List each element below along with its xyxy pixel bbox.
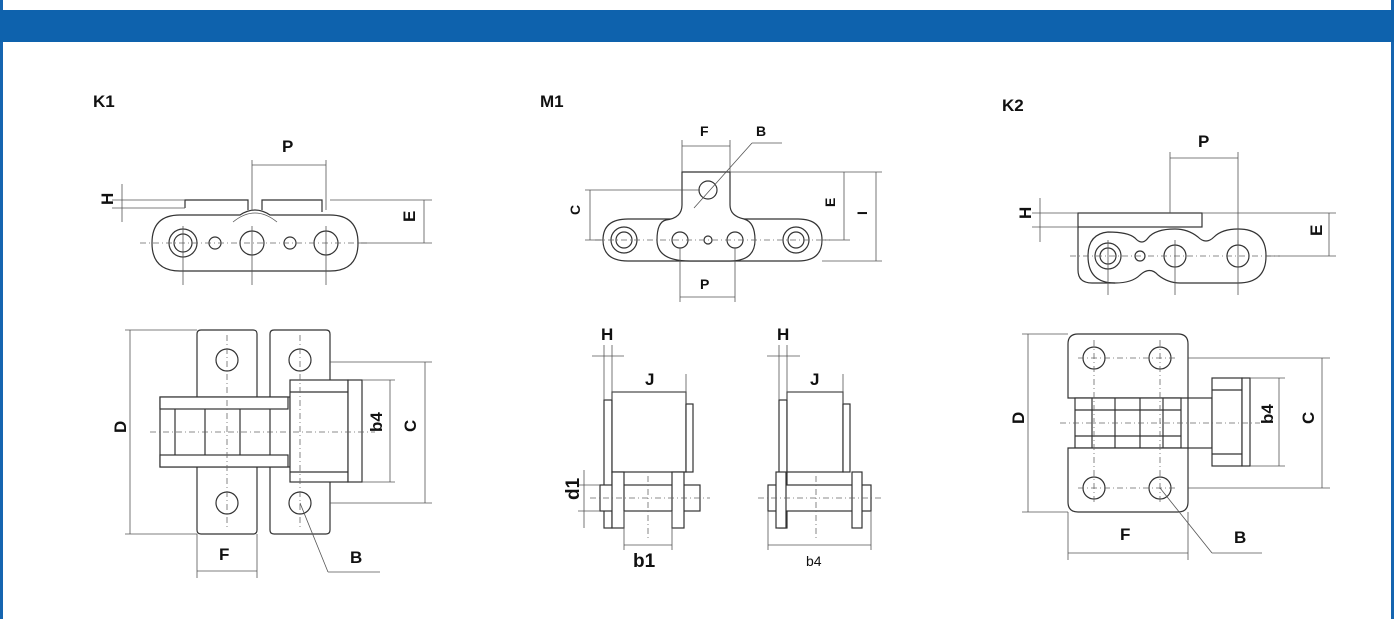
k1-dim-p: P (282, 137, 293, 156)
k1-dim-c: C (401, 420, 420, 432)
m1-dim-b4: b4 (806, 553, 822, 569)
header-bar (0, 10, 1394, 42)
k1-dim-b: B (350, 548, 362, 567)
k1-dim-f: F (219, 545, 229, 564)
m1-left-dim-h: H (601, 325, 613, 344)
diagram-m1: M1 F B C (540, 92, 882, 572)
m1-dim-i: I (854, 211, 870, 215)
m1-dim-f: F (700, 123, 709, 139)
k2-dim-b: B (1234, 528, 1246, 547)
k1-dim-e: E (400, 211, 419, 222)
k1-side-view: P H E (98, 137, 432, 285)
k1-top-view: D b4 C F B (111, 329, 432, 578)
m1-dim-b1: b1 (633, 551, 656, 572)
diagram-k2: K2 P H (1002, 96, 1336, 560)
k2-side-view: P H E (1016, 132, 1336, 295)
k1-dim-b4: b4 (367, 412, 386, 432)
m1-dim-e: E (822, 198, 838, 207)
m1-dim-b: B (756, 123, 766, 139)
m1-right-dim-j: J (810, 370, 819, 389)
k1-dim-d: D (111, 421, 130, 433)
m1-front-view-right: H J b4 (758, 325, 882, 569)
m1-left-dim-j: J (645, 370, 654, 389)
k2-title: K2 (1002, 96, 1024, 115)
m1-dim-p: P (700, 276, 709, 292)
k2-top-view: D b4 C F B (1009, 333, 1330, 560)
m1-dim-c: C (567, 205, 583, 215)
m1-side-view: F B C E I P (567, 123, 882, 302)
k2-dim-f: F (1120, 525, 1130, 544)
m1-right-dim-h: H (777, 325, 789, 344)
k2-dim-p: P (1198, 132, 1209, 151)
k1-title: K1 (93, 92, 115, 111)
k2-dim-d: D (1009, 412, 1028, 424)
k2-dim-e: E (1307, 225, 1326, 236)
m1-dim-d1: d1 (563, 477, 584, 500)
k2-dim-h: H (1016, 207, 1035, 219)
k2-dim-b4: b4 (1258, 404, 1277, 424)
m1-front-view-left: H J d1 b1 (563, 325, 710, 572)
m1-title: M1 (540, 92, 564, 111)
k2-dim-c: C (1299, 412, 1318, 424)
diagram-k1: K1 P H (93, 92, 432, 578)
k1-dim-h: H (98, 193, 117, 205)
